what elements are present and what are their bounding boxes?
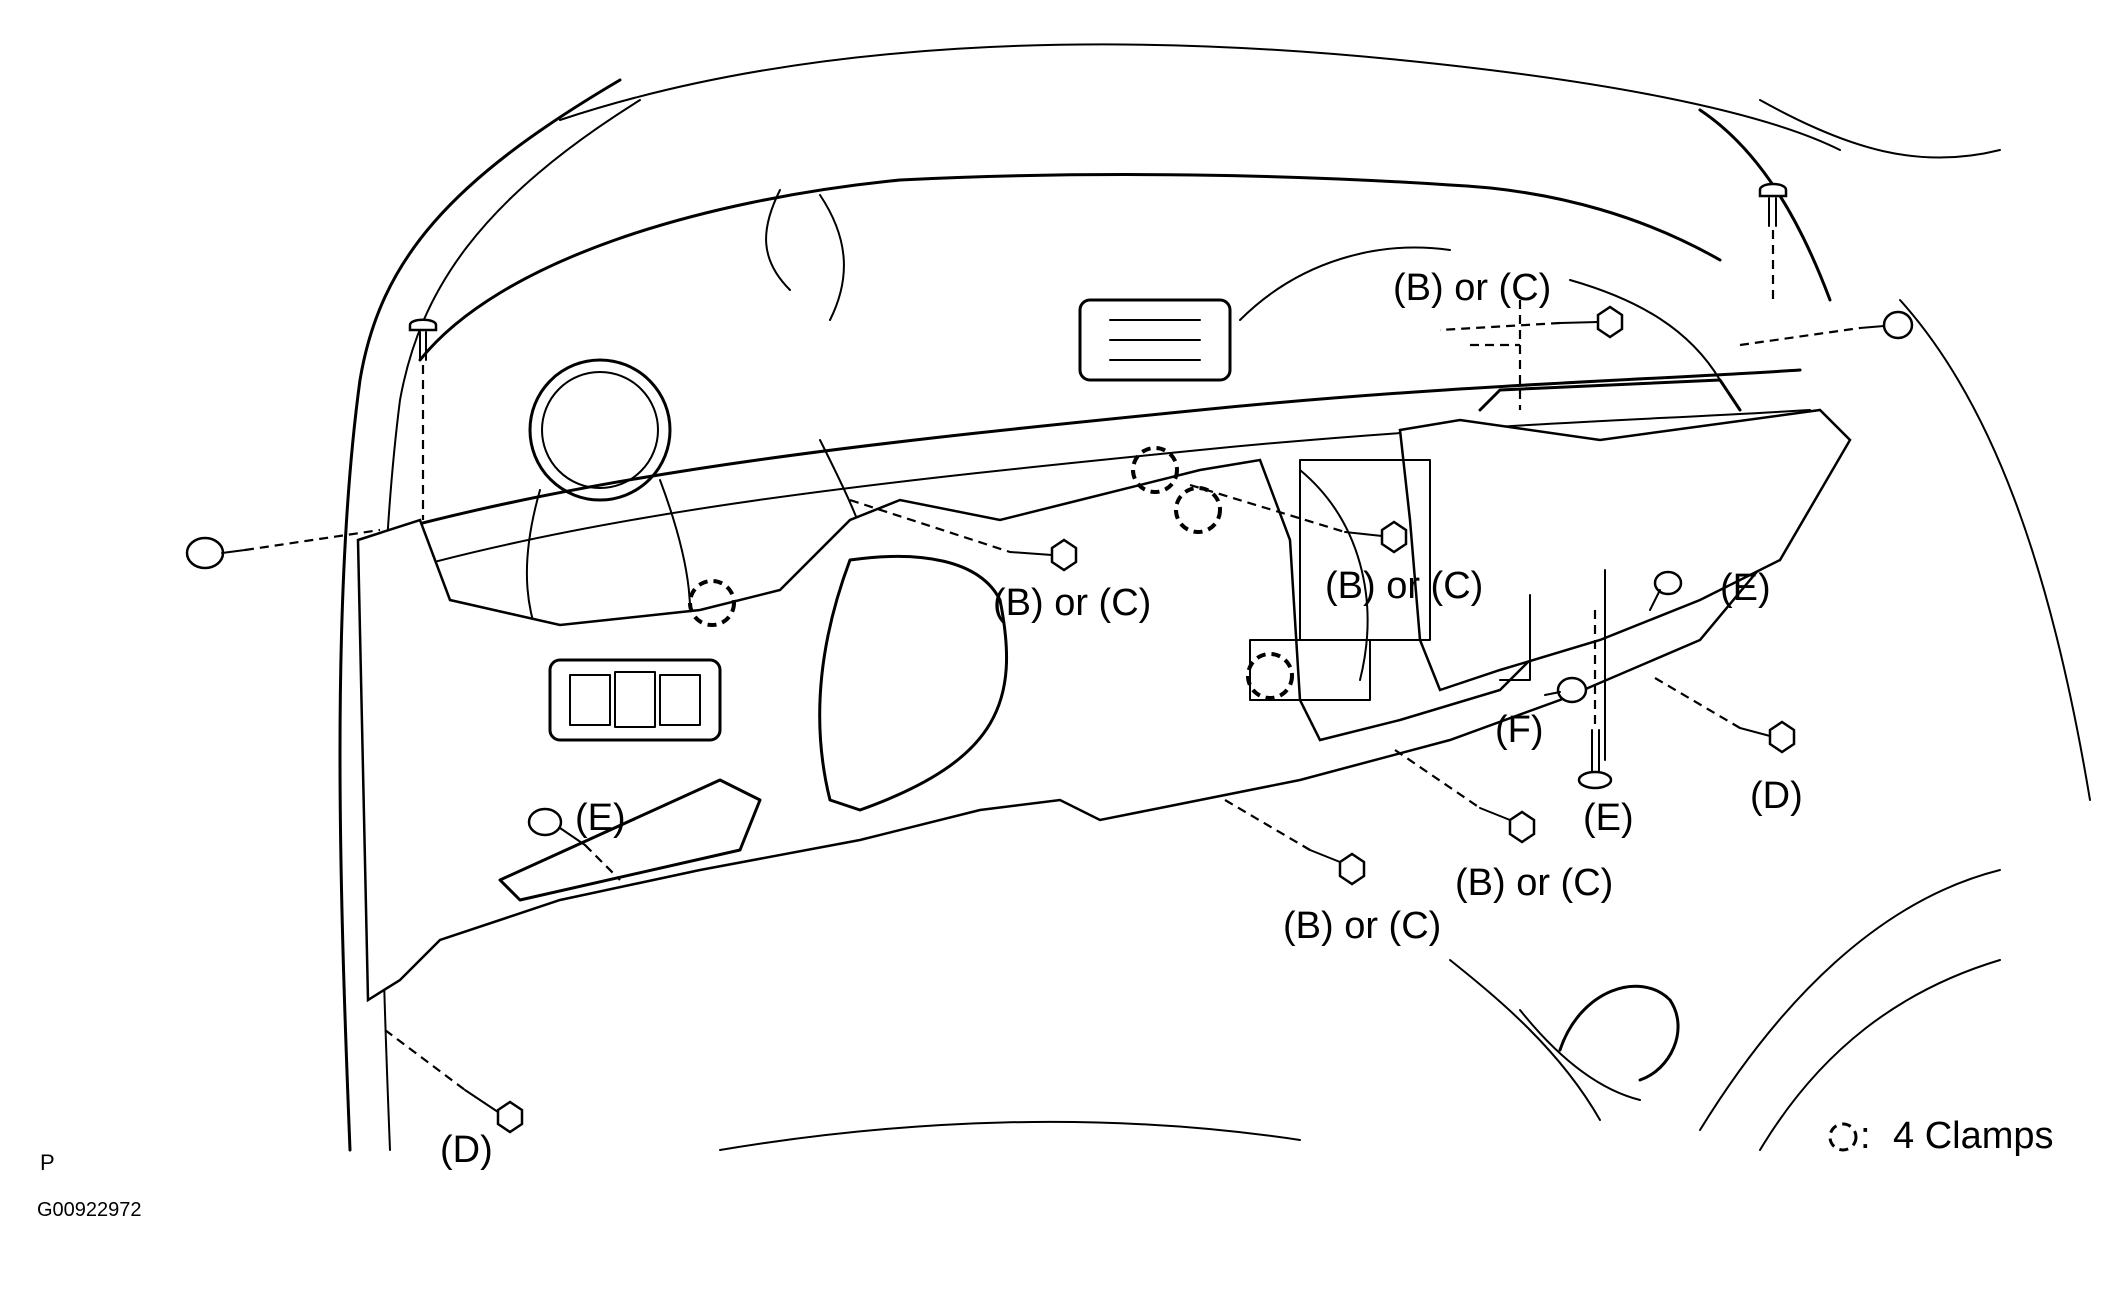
clip-top-left bbox=[408, 318, 438, 520]
clamp-markers bbox=[688, 446, 1294, 700]
label-b-or-c-left: (B) or (C) bbox=[993, 582, 1151, 624]
bolt-b-or-c-top-right bbox=[1439, 305, 1624, 339]
screw-e-left bbox=[527, 807, 621, 881]
clamp-marker-4 bbox=[1246, 652, 1294, 700]
bolt-b-or-c-center bbox=[1189, 483, 1408, 554]
label-b-or-c-lower-right: (B) or (C) bbox=[1455, 862, 1613, 904]
clamp-marker-3 bbox=[1174, 486, 1222, 534]
label-d-left: (D) bbox=[440, 1129, 493, 1171]
svg-text::: : bbox=[1860, 1115, 1871, 1157]
screw-e-right bbox=[1649, 570, 1683, 611]
bolt-b-or-c-left-center bbox=[849, 498, 1078, 572]
fasteners bbox=[185, 182, 1914, 1134]
legend-clamp-icon bbox=[1828, 1122, 1858, 1152]
callout-labels: (B) or (C) (B) or (C) (B) or (C) (B) or … bbox=[440, 267, 1803, 1171]
label-f: (F) bbox=[1495, 709, 1544, 751]
bolt-d-right bbox=[1654, 677, 1796, 754]
legend-clamps-text: 4 Clamps bbox=[1893, 1115, 2054, 1157]
label-e-right: (E) bbox=[1720, 567, 1771, 609]
clamp-marker-2 bbox=[1131, 446, 1179, 494]
label-d-right: (D) bbox=[1750, 775, 1803, 817]
bolt-d-left bbox=[384, 1029, 524, 1134]
clip-right bbox=[1739, 310, 1914, 347]
label-b-or-c-top: (B) or (C) bbox=[1393, 267, 1551, 309]
figure-code: G00922972 bbox=[37, 1199, 142, 1221]
legend: : 4 Clamps bbox=[1828, 1115, 2054, 1157]
clamp-marker-1 bbox=[688, 579, 736, 627]
clip-top-right bbox=[1758, 182, 1788, 300]
label-e-left: (E) bbox=[575, 797, 626, 839]
corner-letter: P bbox=[40, 1150, 55, 1175]
screw-f bbox=[1544, 676, 1588, 704]
clip-left bbox=[185, 528, 381, 570]
bolt-b-or-c-lower-right bbox=[1394, 749, 1536, 844]
bolt-b-or-c-lower-center bbox=[1224, 799, 1366, 886]
label-b-or-c-center: (B) or (C) bbox=[1325, 565, 1483, 607]
lower-panel bbox=[356, 378, 1852, 1003]
label-e-bottom: (E) bbox=[1583, 797, 1634, 839]
screw-e-bottom bbox=[1577, 610, 1613, 790]
label-b-or-c-lower-left: (B) or (C) bbox=[1283, 905, 1441, 947]
leader-lines bbox=[1470, 300, 1606, 761]
